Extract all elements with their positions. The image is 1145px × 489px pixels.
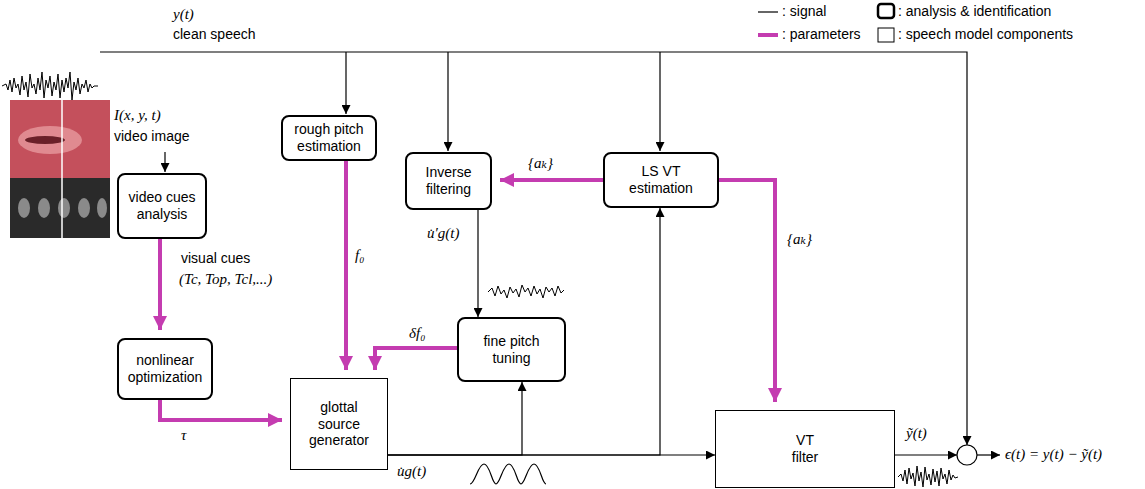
- box-label: video cues analysis: [124, 189, 200, 223]
- kymogram-blob: [18, 198, 30, 218]
- legend-bold-box-sample: [878, 4, 894, 18]
- model-box: glottal source generator: [290, 378, 388, 470]
- signal-caption: clean speech: [172, 26, 257, 43]
- scan-line: [61, 178, 63, 238]
- legend-parameter-sample: [758, 33, 778, 37]
- video-frame-top: [10, 100, 110, 178]
- video-image-picture: [10, 100, 110, 238]
- box-label: Inverse filtering: [414, 164, 484, 198]
- box-label: nonlinear optimization: [124, 352, 206, 386]
- box-label: LS VT estimation: [616, 163, 706, 197]
- box-label: rough pitch estimation: [288, 121, 370, 155]
- signal-wire: [345, 52, 346, 114]
- edge-label: u̇′g(t): [426, 224, 460, 242]
- parameter-arrow: [375, 348, 457, 370]
- parameter-list: (Tc, Top, Tcl,...): [178, 270, 273, 288]
- summing-junction: [957, 445, 977, 465]
- analysis-box: Inverse filtering: [405, 152, 492, 210]
- box-label: VT filter: [783, 432, 828, 466]
- residual-waveform: [488, 285, 564, 298]
- box-label: glottal source generator: [299, 399, 379, 449]
- box-label: fine pitch tuning: [472, 333, 552, 367]
- output-waveform: [898, 466, 958, 487]
- signal-name: I(x, y, t): [113, 106, 162, 124]
- legend-text: : signal: [782, 3, 826, 20]
- parameter-arrow: [160, 400, 282, 420]
- signal-caption: video image: [113, 128, 191, 145]
- model-box: VT filter: [715, 410, 895, 488]
- lip-shape: [18, 126, 82, 154]
- scan-line: [61, 100, 63, 178]
- signal-name: ỹ(t): [905, 424, 928, 442]
- signal-wire: [659, 52, 660, 151]
- signal-wire: [977, 454, 1000, 455]
- video-frame-bottom: [10, 178, 110, 238]
- signal-wire: [895, 454, 957, 455]
- legend-text: : analysis & identification: [898, 3, 1051, 20]
- legend-text: : speech model components: [898, 26, 1073, 43]
- analysis-box: video cues analysis: [117, 173, 207, 239]
- legend-thin-box-sample: [878, 28, 894, 42]
- signal-wire: [164, 152, 165, 172]
- kymogram-blob: [58, 198, 70, 218]
- parameter-arrow: [719, 180, 775, 402]
- edge-label: f₀: [354, 246, 365, 264]
- mouth-opening: [25, 136, 65, 144]
- analysis-box: rough pitch estimation: [281, 115, 377, 161]
- edge-label: u̇g(t): [396, 462, 427, 480]
- signal-name: y(t): [172, 5, 195, 23]
- edge-label: τ: [180, 426, 187, 444]
- signal-arrow: [477, 210, 478, 317]
- analysis-box: fine pitch tuning: [457, 317, 566, 382]
- kymogram-blob: [38, 198, 50, 218]
- analysis-box: LS VT estimation: [603, 152, 719, 208]
- edge-label: visual cues: [180, 250, 251, 267]
- glottal-flow-waveform: [470, 464, 546, 484]
- speech-waveform: [2, 72, 98, 100]
- edge-label: δf₀: [408, 324, 426, 342]
- signal-wire: [100, 52, 967, 445]
- error-equation: ϵ(t) = y(t) − ỹ(t): [1004, 445, 1103, 463]
- edge-label: {aₖ}: [527, 154, 554, 172]
- parameter-arrow: [500, 178, 603, 182]
- legend-text: : parameters: [782, 26, 861, 43]
- signal-arrow: [388, 382, 522, 455]
- parameter-arrow: [158, 239, 162, 330]
- kymogram-blob: [97, 198, 107, 218]
- kymogram-blob: [78, 198, 90, 218]
- signal-wire: [447, 52, 448, 151]
- parameter-arrow: [344, 161, 348, 370]
- analysis-box: nonlinear optimization: [117, 338, 213, 400]
- signal-arrow: [388, 208, 660, 455]
- edge-label: {aₖ}: [786, 230, 813, 248]
- legend-signal-sample: [758, 11, 778, 12]
